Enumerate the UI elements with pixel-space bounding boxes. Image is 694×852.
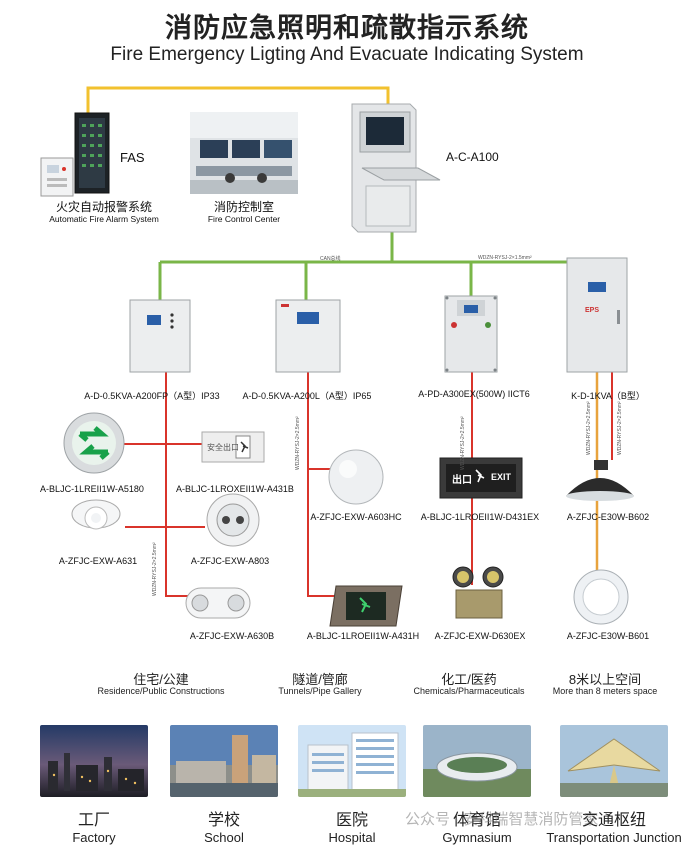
device-exit-sign-grey-icon <box>201 431 265 463</box>
place-transport-en: Transportation Junction <box>546 830 682 845</box>
device-label-a631: A-ZFJC-EXW-A631 <box>58 556 138 566</box>
device-label-d630ex: A-ZFJC-EXW-D630EX <box>434 631 526 641</box>
gymnasium-photo <box>423 725 531 797</box>
device-floor-exit-sign-icon <box>329 585 403 627</box>
title-en: Fire Emergency Ligting And Evacuate Indi… <box>110 44 584 65</box>
dist-box-3-label: A-PD-A300EX(500W) IICT6 <box>418 389 530 399</box>
exit-cn-text: 出口 <box>452 475 472 486</box>
transportation-photo <box>560 725 668 797</box>
category-1-en: Residence/Public Constructions <box>97 686 225 696</box>
watermark: 公众号 · 安科瑞智慧消防管家 <box>405 811 599 828</box>
fas-label: FAS <box>120 150 145 165</box>
branch-2-line <box>307 372 336 597</box>
category-4-cn: 8米以上空间 <box>568 672 642 687</box>
eps-cabinet-icon <box>566 257 628 373</box>
dist-box-2-label: A-D-0.5KVA-A200L（A型）IP65 <box>242 391 372 401</box>
eps-text: EPS <box>585 307 600 314</box>
dist-box-2-icon <box>275 299 341 373</box>
factory-photo <box>40 725 148 797</box>
device-label-d431ex: A-BLJC-1LROEII1W-D431EX <box>420 512 540 522</box>
device-ex-exit-sign-icon <box>439 457 523 499</box>
category-3-en: Chemicals/Pharmaceuticals <box>413 686 525 696</box>
device-dome-light-icon <box>328 449 384 505</box>
title-cn: 消防应急照明和疏散指示系统 <box>165 13 529 43</box>
main-controller-icon <box>351 103 441 233</box>
device-label-a630b: A-ZFJC-EXW-A630B <box>189 631 275 641</box>
place-gymnasium-en: Gymnasium <box>442 830 512 845</box>
device-label-b602: A-ZFJC-E30W-B602 <box>566 512 650 522</box>
device-twin-emergency-light-icon <box>206 493 260 547</box>
fire-alarm-system-cn: 火灾自动报警系统 <box>55 200 153 214</box>
dist-box-1-label: A-D-0.5KVA-A200FP（A型）IP33 <box>84 391 220 401</box>
place-hospital-en: Hospital <box>328 830 376 845</box>
control-room-photo <box>190 112 298 194</box>
device-label-a431h: A-BLJC-1LROEII1W-A431H <box>306 631 420 641</box>
place-factory-en: Factory <box>72 830 116 845</box>
fas-cabinet-icon <box>74 112 110 194</box>
fire-control-center-en: Fire Control Center <box>207 214 281 224</box>
safe-exit-text: 安全出口 <box>207 443 239 452</box>
place-factory-cn: 工厂 <box>77 812 111 829</box>
category-3-cn: 化工/医药 <box>441 672 497 687</box>
branch-2-cable-label: WDZN-RYSJ-2×2.5mm² <box>295 416 301 470</box>
place-hospital-cn: 医院 <box>335 812 369 829</box>
branch-4a-cable-label: WDZN-RYSJ-2×2.5mm² <box>586 401 592 455</box>
device-highbay-light-icon <box>566 460 634 501</box>
fire-alarm-system-en: Automatic Fire Alarm System <box>49 214 159 224</box>
branch-3-cable-label: WDZN-RYSJ-2×2.5mm² <box>460 416 466 470</box>
category-1-cn: 住宅/公建 <box>133 672 189 687</box>
device-label-a603hc: A-ZFJC-EXW-A603HC <box>310 512 402 522</box>
device-label-a5180: A-BLJC-1LREII1W-A5180 <box>40 484 144 494</box>
dist-box-4-label: K-D-1KVA（B型） <box>571 391 645 401</box>
device-label-a803: A-ZFJC-EXW-A803 <box>190 556 270 566</box>
hospital-photo <box>298 725 406 797</box>
alarm-link-line <box>86 86 390 113</box>
place-transport-cn: 交通枢纽 <box>581 812 647 829</box>
place-school-cn: 学校 <box>207 812 241 829</box>
branch-1-cable-label: WDZN-RYSJ-2×2.5mm² <box>152 542 158 596</box>
device-downlight-icon <box>71 499 121 530</box>
place-school-en: School <box>204 830 244 845</box>
wdzn-bus-label: WDZN-RYSJ-2×1.5mm² <box>478 255 532 261</box>
fire-control-center-cn: 消防控制室 <box>213 200 275 214</box>
controller-label: A-C-A100 <box>446 150 499 164</box>
dist-box-1-icon <box>129 299 191 373</box>
school-photo <box>170 725 278 797</box>
device-ex-twin-spot-icon <box>452 566 504 619</box>
category-2-cn: 隧道/管廊 <box>292 672 348 687</box>
category-2-en: Tunnels/Pipe Gallery <box>278 686 362 696</box>
branch-4b-cable-label: WDZN-RYSJ-2×2.5mm² <box>617 401 623 455</box>
can-bus-label: CAN总线 <box>320 256 341 262</box>
exit-en-text: EXIT <box>491 472 512 482</box>
device-label-b601: A-ZFJC-E30W-B601 <box>566 631 650 641</box>
place-gymnasium-cn: 体育馆 <box>452 812 502 829</box>
device-ceiling-panel-light-icon <box>573 569 629 625</box>
alarm-panel-icon <box>40 157 74 197</box>
device-round-arrow-sign-icon <box>63 412 125 474</box>
dist-box-3-icon <box>444 295 498 373</box>
device-label-a431b: A-BLJC-1LROXEII1W-A431B <box>176 484 294 494</box>
branch-1-line <box>124 372 205 597</box>
category-4-en: More than 8 meters space <box>552 686 658 696</box>
device-wall-emergency-light-icon <box>185 587 251 619</box>
